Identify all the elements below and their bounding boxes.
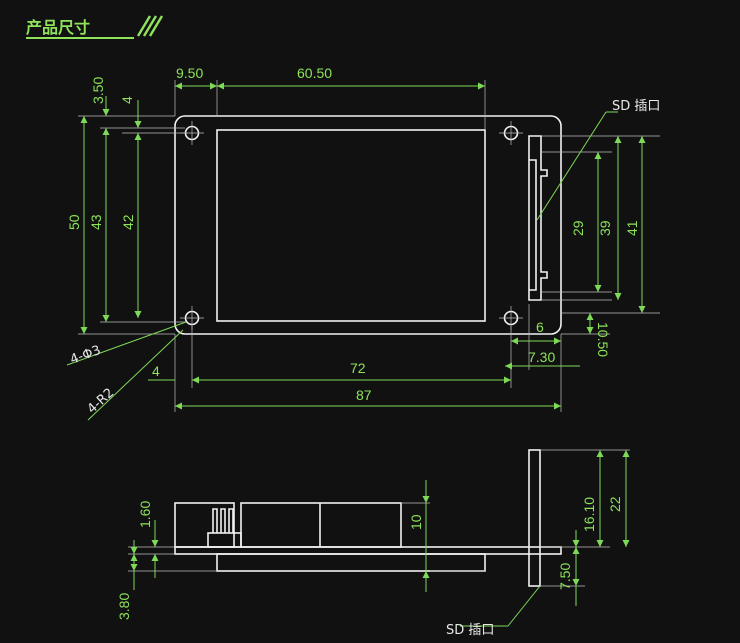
dim-1-60: 1.60 [137, 501, 153, 528]
section-title: 产品尺寸 [26, 18, 91, 37]
dim-16-10: 16.10 [581, 497, 597, 532]
sd-slot-label-side: SD 插口 [446, 623, 494, 638]
dim-60-50: 60.50 [297, 65, 332, 81]
dim-3-80: 3.80 [116, 593, 132, 620]
pcb-outline [174, 115, 562, 335]
top-view: 9.50 60.50 3.50 4 50 43 42 29 39 41 6 10… [66, 65, 660, 421]
radius-label: 4-R2 [85, 386, 118, 417]
side-sd-slot [528, 449, 541, 587]
side-view: 1.60 3.80 10 16.10 22 7.50 SD 插口 [116, 449, 630, 638]
display-area [216, 129, 486, 322]
dim-10: 10 [408, 514, 424, 530]
dim-39: 39 [597, 220, 613, 236]
dim-43: 43 [88, 214, 104, 230]
dim-22: 22 [607, 496, 623, 512]
slash-decoration-icon [136, 15, 164, 37]
dim-3-50: 3.50 [90, 77, 106, 104]
side-display [216, 553, 486, 572]
side-pcb [174, 546, 562, 555]
title-underline [26, 37, 134, 39]
holes-label: 4-Φ3 [68, 343, 103, 368]
dim-4-bottom: 4 [152, 363, 160, 379]
dim-7-50: 7.50 [557, 563, 573, 590]
dim-7-30: 7.30 [528, 349, 555, 365]
dim-42: 42 [120, 214, 136, 230]
dim-4-top: 4 [119, 96, 135, 104]
dim-6: 6 [536, 319, 544, 335]
dim-87: 87 [356, 387, 372, 403]
mounting-holes [180, 121, 523, 330]
dim-10-50: 10.50 [595, 322, 611, 357]
dim-50: 50 [66, 214, 82, 230]
sd-slot-label-top: SD 插口 [612, 99, 660, 114]
dim-9-50: 9.50 [176, 65, 203, 81]
dim-41: 41 [624, 220, 640, 236]
dim-72: 72 [350, 360, 366, 376]
dim-29: 29 [570, 220, 586, 236]
